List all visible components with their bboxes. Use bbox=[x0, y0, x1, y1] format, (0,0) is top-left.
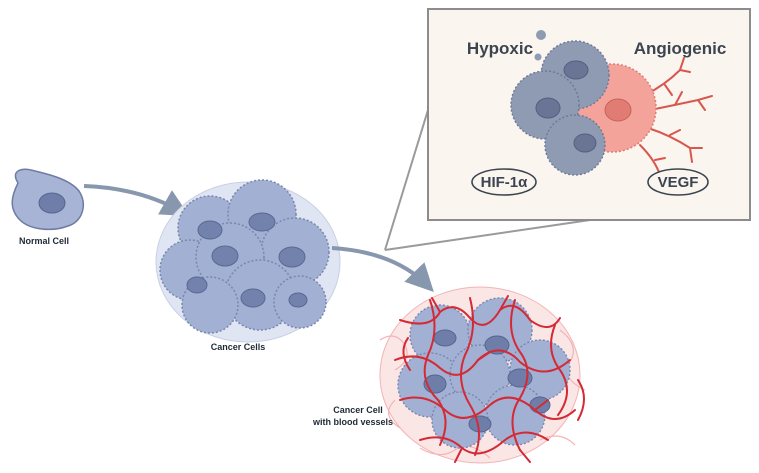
svg-text:HIF-1α: HIF-1α bbox=[481, 174, 529, 191]
cancer-vessels-label-line2: with blood vessels bbox=[312, 417, 393, 427]
angiogenic-label: Angiogenic bbox=[634, 39, 727, 58]
cancer-vessels-label-line1: Cancer Cell bbox=[333, 405, 383, 415]
normal-cell-label: Normal Cell bbox=[19, 236, 69, 246]
vascularized-tumor bbox=[379, 286, 586, 464]
cancer-cells-label: Cancer Cells bbox=[211, 342, 266, 352]
zoom-connector-lines bbox=[384, 109, 591, 251]
marker-vegf: VEGF bbox=[647, 168, 709, 196]
marker-hif1a: HIF-1α bbox=[471, 168, 537, 196]
arrow-normal-to-cancer bbox=[83, 184, 190, 217]
svg-text:VEGF: VEGF bbox=[658, 174, 699, 191]
oxygen-bubble-large bbox=[536, 30, 546, 40]
hypoxic-label: Hypoxic bbox=[467, 39, 533, 58]
hypoxic-nuclei bbox=[535, 60, 597, 153]
cancer-cell-cluster bbox=[155, 179, 341, 343]
inset-panel: Hypoxic Angiogenic HIF-1 bbox=[427, 8, 751, 221]
normal-cell bbox=[11, 168, 84, 231]
oxygen-bubble-small bbox=[534, 53, 542, 61]
arrow-cancer-to-vascular bbox=[331, 246, 434, 293]
